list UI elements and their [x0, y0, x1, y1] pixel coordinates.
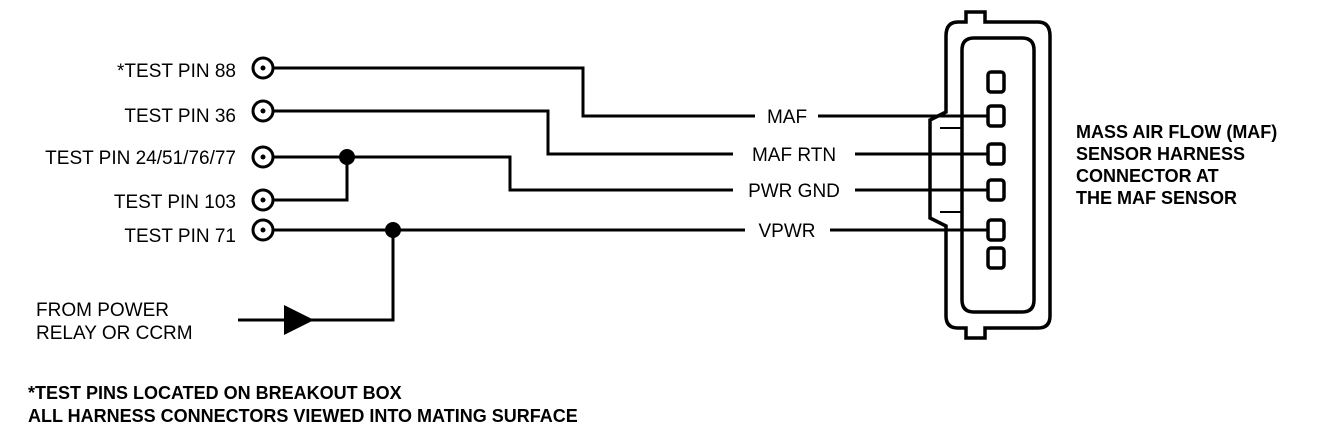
power-arrow-icon: [284, 305, 314, 335]
circuit-label-pwr-gnd: PWR GND: [748, 181, 840, 202]
test-pin-terminal-88: [251, 56, 275, 80]
circuit-label-maf-rtn: MAF RTN: [752, 145, 836, 166]
wiring: [238, 66, 995, 322]
wire-maf: [274, 66, 755, 118]
wire-pwr-gnd: [274, 155, 733, 192]
wire-maf-rtn: [274, 109, 733, 156]
connector-pin-3: [986, 142, 1006, 166]
test-pin-36-label: TEST PIN 36: [124, 106, 236, 127]
test-pin-103-label: TEST PIN 103: [114, 192, 236, 213]
power-source-label-line1: FROM POWER: [36, 300, 169, 321]
connector-caption-line2: SENSOR HARNESS: [1076, 144, 1245, 164]
power-source-label-line2: RELAY OR CCRM: [36, 323, 193, 344]
test-pin-terminal-36: [251, 99, 275, 123]
connector-outer-shell: [928, 10, 1052, 340]
test-pin-24-51-76-77-label: TEST PIN 24/51/76/77: [45, 148, 236, 169]
test-pin-terminal-71: [251, 218, 275, 242]
connector-caption-line4: THE MAF SENSOR: [1076, 188, 1237, 208]
connector-pin-2: [986, 104, 1006, 128]
footnote-mating-surface: ALL HARNESS CONNECTORS VIEWED INTO MATIN…: [28, 406, 578, 426]
connector-inner-shell: [960, 36, 1036, 314]
footnote-breakout-box: *TEST PINS LOCATED ON BREAKOUT BOX: [28, 383, 402, 403]
connector-caption-line3: CONNECTOR AT: [1076, 166, 1219, 186]
maf-connector: [928, 10, 1052, 340]
test-pin-terminal-24-51-76-77: [251, 145, 275, 169]
circuit-label-vpwr: VPWR: [759, 221, 816, 242]
splice-dot-ground: [339, 149, 355, 165]
test-pin-88-label: *TEST PIN 88: [117, 61, 236, 82]
wire-power-feed: [238, 230, 395, 322]
connector-pin-4: [986, 178, 1006, 202]
connector-caption-line1: MASS AIR FLOW (MAF): [1076, 122, 1277, 142]
connector-pin-5: [986, 218, 1006, 242]
circuit-label-maf: MAF: [767, 107, 807, 128]
wire-ground-splice-103: [274, 157, 349, 202]
test-pin-terminal-103: [251, 188, 275, 212]
test-pin-71-label: TEST PIN 71: [124, 226, 236, 247]
splice-dot-power: [385, 222, 401, 238]
connector-pin-6: [986, 246, 1006, 270]
connector-pin-1: [986, 70, 1006, 94]
